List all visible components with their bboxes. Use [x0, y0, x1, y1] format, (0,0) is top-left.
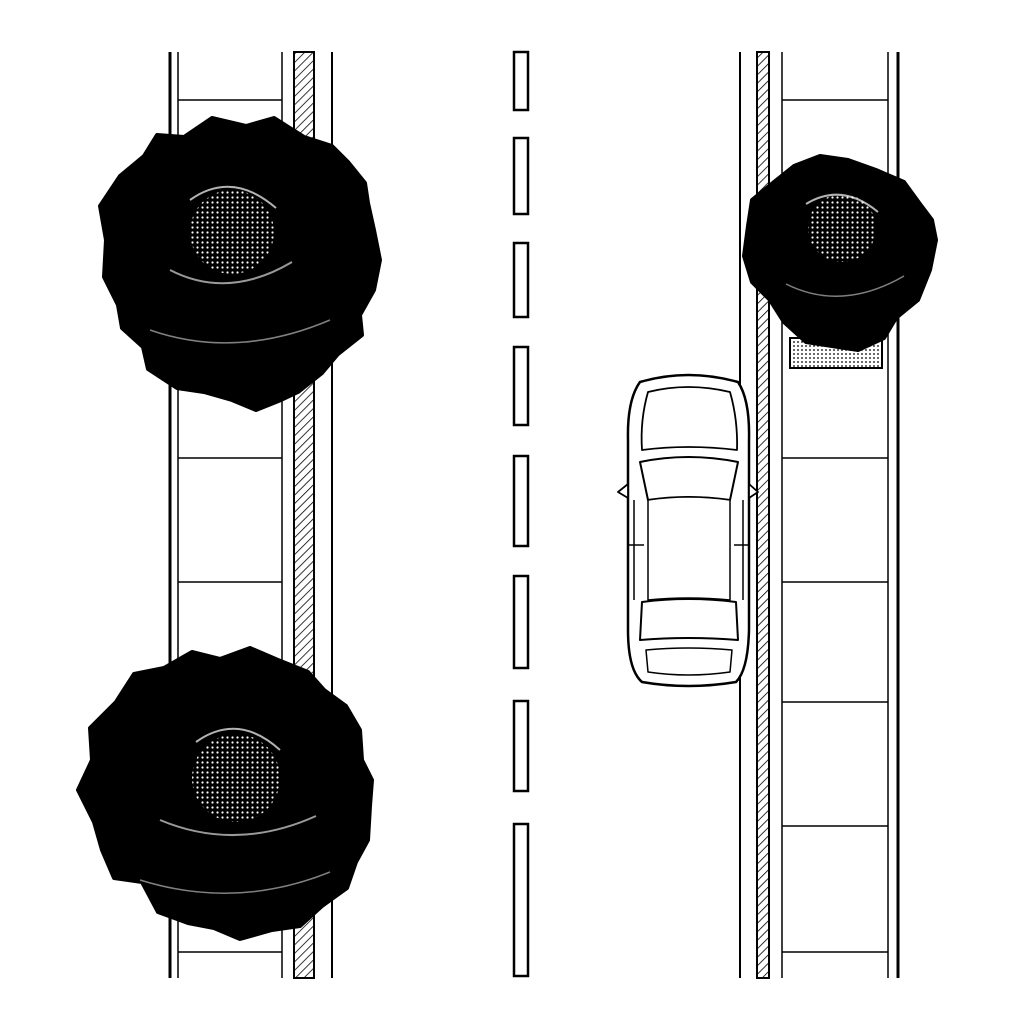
left-sidewalk-slab-joints	[178, 99, 282, 953]
lane-dash	[512, 345, 530, 427]
lane-dash	[512, 50, 530, 112]
lane-dash	[512, 454, 530, 548]
tree-canopy-icon	[742, 154, 938, 352]
lane-dash	[512, 136, 530, 216]
tree-canopy-icon	[98, 116, 382, 412]
lane-dash	[512, 241, 530, 319]
tree-canopy-icon	[76, 646, 374, 941]
lane-dash	[512, 822, 530, 978]
right-sidewalk-slab-joints	[782, 99, 888, 953]
center-lane-dashes	[512, 50, 530, 978]
lane-dash	[512, 574, 530, 670]
lane-dash	[512, 699, 530, 793]
car-icon	[617, 373, 759, 688]
